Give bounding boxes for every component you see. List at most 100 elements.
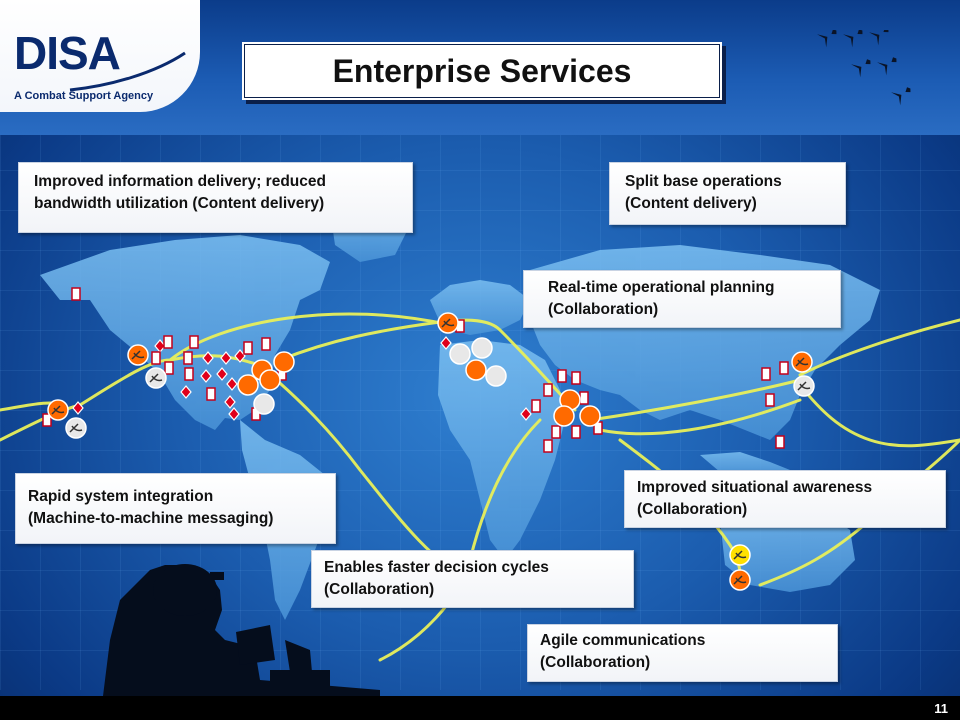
callout-line: bandwidth utilization (Content delivery) xyxy=(34,195,325,212)
callout-line: Split base operations xyxy=(625,173,782,190)
server-marker-icon xyxy=(183,351,193,365)
callout-line: Improved situational awareness xyxy=(637,479,873,496)
africa xyxy=(438,340,565,560)
satellite-dish-icon xyxy=(471,337,493,359)
server-marker-icon xyxy=(761,367,771,381)
callout-line: Real-time operational planning xyxy=(548,279,775,296)
server-marker-icon xyxy=(775,435,785,449)
link-6 xyxy=(588,378,802,422)
satellite-dish-icon xyxy=(237,374,259,396)
server-marker-icon xyxy=(557,369,567,383)
north-america xyxy=(40,235,330,430)
link-8 xyxy=(598,398,802,436)
logo: DISA xyxy=(14,27,121,79)
fighter-jet-icon xyxy=(869,30,889,46)
satellite-dish-icon xyxy=(253,393,275,415)
fighter-jet-icon xyxy=(817,30,837,48)
server-marker-icon xyxy=(543,383,553,397)
satellite-dish-icon xyxy=(145,367,167,389)
server-marker-icon xyxy=(543,439,553,453)
satellite-dish-icon xyxy=(729,544,751,566)
logo-swoosh-icon xyxy=(69,51,186,92)
diamond-marker-icon xyxy=(228,407,240,421)
server-marker-icon xyxy=(164,361,174,375)
satellite-dish-icon xyxy=(47,399,69,421)
satellite-dish-icon xyxy=(273,351,295,373)
diamond-marker-icon xyxy=(180,385,192,399)
server-marker-icon xyxy=(261,337,271,351)
diamond-marker-icon xyxy=(520,407,532,421)
callout-line: (Content delivery) xyxy=(625,195,757,212)
server-marker-icon xyxy=(765,393,775,407)
diamond-markers xyxy=(72,336,532,421)
satellite-dish-icon xyxy=(729,569,751,591)
diamond-marker-icon xyxy=(440,336,452,350)
fighter-jet-icon xyxy=(891,87,911,106)
diamond-marker-icon xyxy=(226,377,238,391)
server-marker-icon xyxy=(42,413,52,427)
link-7 xyxy=(798,318,960,377)
callout-agile-comms: Agile communications (Collaboration) xyxy=(527,624,838,682)
callout-faster-decisions: Enables faster decision cycles (Collabor… xyxy=(311,550,634,608)
link-3 xyxy=(278,318,502,362)
callout-rapid-integration: Rapid system integration (Machine-to-mac… xyxy=(15,473,336,544)
satellite-dish-icon xyxy=(791,351,813,373)
page-title: Enterprise Services xyxy=(332,52,632,89)
server-marker-icon xyxy=(184,367,194,381)
callout-line: (Collaboration) xyxy=(540,654,651,671)
callout-line: Rapid system integration xyxy=(28,488,214,505)
title-box: Enterprise Services xyxy=(242,42,722,100)
satellite-dish-icon xyxy=(579,405,601,427)
fighter-jet-icon xyxy=(851,59,871,78)
page-number: 11 xyxy=(934,701,948,716)
link-9 xyxy=(798,383,960,448)
server-marker-icon xyxy=(531,399,541,413)
soldier-silhouette xyxy=(100,564,380,720)
satellite-dish-icon xyxy=(437,312,459,334)
satellite-dish-icon xyxy=(465,359,487,381)
diamond-marker-icon xyxy=(220,351,232,365)
callout-split-base: Split base operations (Content delivery) xyxy=(609,162,846,225)
server-marker-icon xyxy=(243,341,253,355)
server-marker-icon xyxy=(571,425,581,439)
diamond-marker-icon xyxy=(202,351,214,365)
callout-line: (Collaboration) xyxy=(548,301,659,318)
satellite-dish-icon xyxy=(449,343,471,365)
satellite-dish-icon xyxy=(485,365,507,387)
callout-line: (Collaboration) xyxy=(324,581,435,598)
server-marker-icon xyxy=(151,351,161,365)
callout-line: Improved information delivery; reduced xyxy=(34,173,326,190)
callout-line: Enables faster decision cycles xyxy=(324,559,549,576)
satellite-dish-icon xyxy=(259,369,281,391)
fighter-jet-icon xyxy=(843,30,863,48)
callout-line: (Machine-to-machine messaging) xyxy=(28,510,274,527)
server-marker-icon xyxy=(779,361,789,375)
dish-markers-orange xyxy=(47,312,815,591)
diamond-marker-icon xyxy=(200,369,212,383)
diamond-marker-icon xyxy=(216,367,228,381)
callout-realtime-planning: Real-time operational planning (Collabor… xyxy=(523,270,841,328)
jets-group xyxy=(817,30,911,106)
footer-bar xyxy=(0,696,960,720)
logo-area: DISA A Combat Support Agency xyxy=(0,0,200,112)
server-marker-icon xyxy=(71,287,81,301)
diamond-marker-icon xyxy=(224,395,236,409)
diamond-marker-icon xyxy=(72,401,84,415)
server-marker-icon xyxy=(579,391,589,405)
server-marker-icon xyxy=(551,425,561,439)
satellite-dish-icon xyxy=(553,405,575,427)
satellite-dish-icon xyxy=(127,344,149,366)
server-marker-icon xyxy=(571,371,581,385)
server-marker-icon xyxy=(189,335,199,349)
callout-situational-awareness: Improved situational awareness (Collabor… xyxy=(624,470,946,528)
server-marker-icon xyxy=(163,335,173,349)
callout-line: (Collaboration) xyxy=(637,501,748,518)
callout-line: Agile communications xyxy=(540,632,706,649)
tagline: A Combat Support Agency xyxy=(14,90,154,102)
server-marker-icon xyxy=(206,387,216,401)
satellite-dish-icon xyxy=(793,375,815,397)
satellite-dish-icon xyxy=(65,417,87,439)
callout-info-delivery: Improved information delivery; reduced b… xyxy=(18,162,413,233)
fighter-jet-icon xyxy=(877,57,897,76)
